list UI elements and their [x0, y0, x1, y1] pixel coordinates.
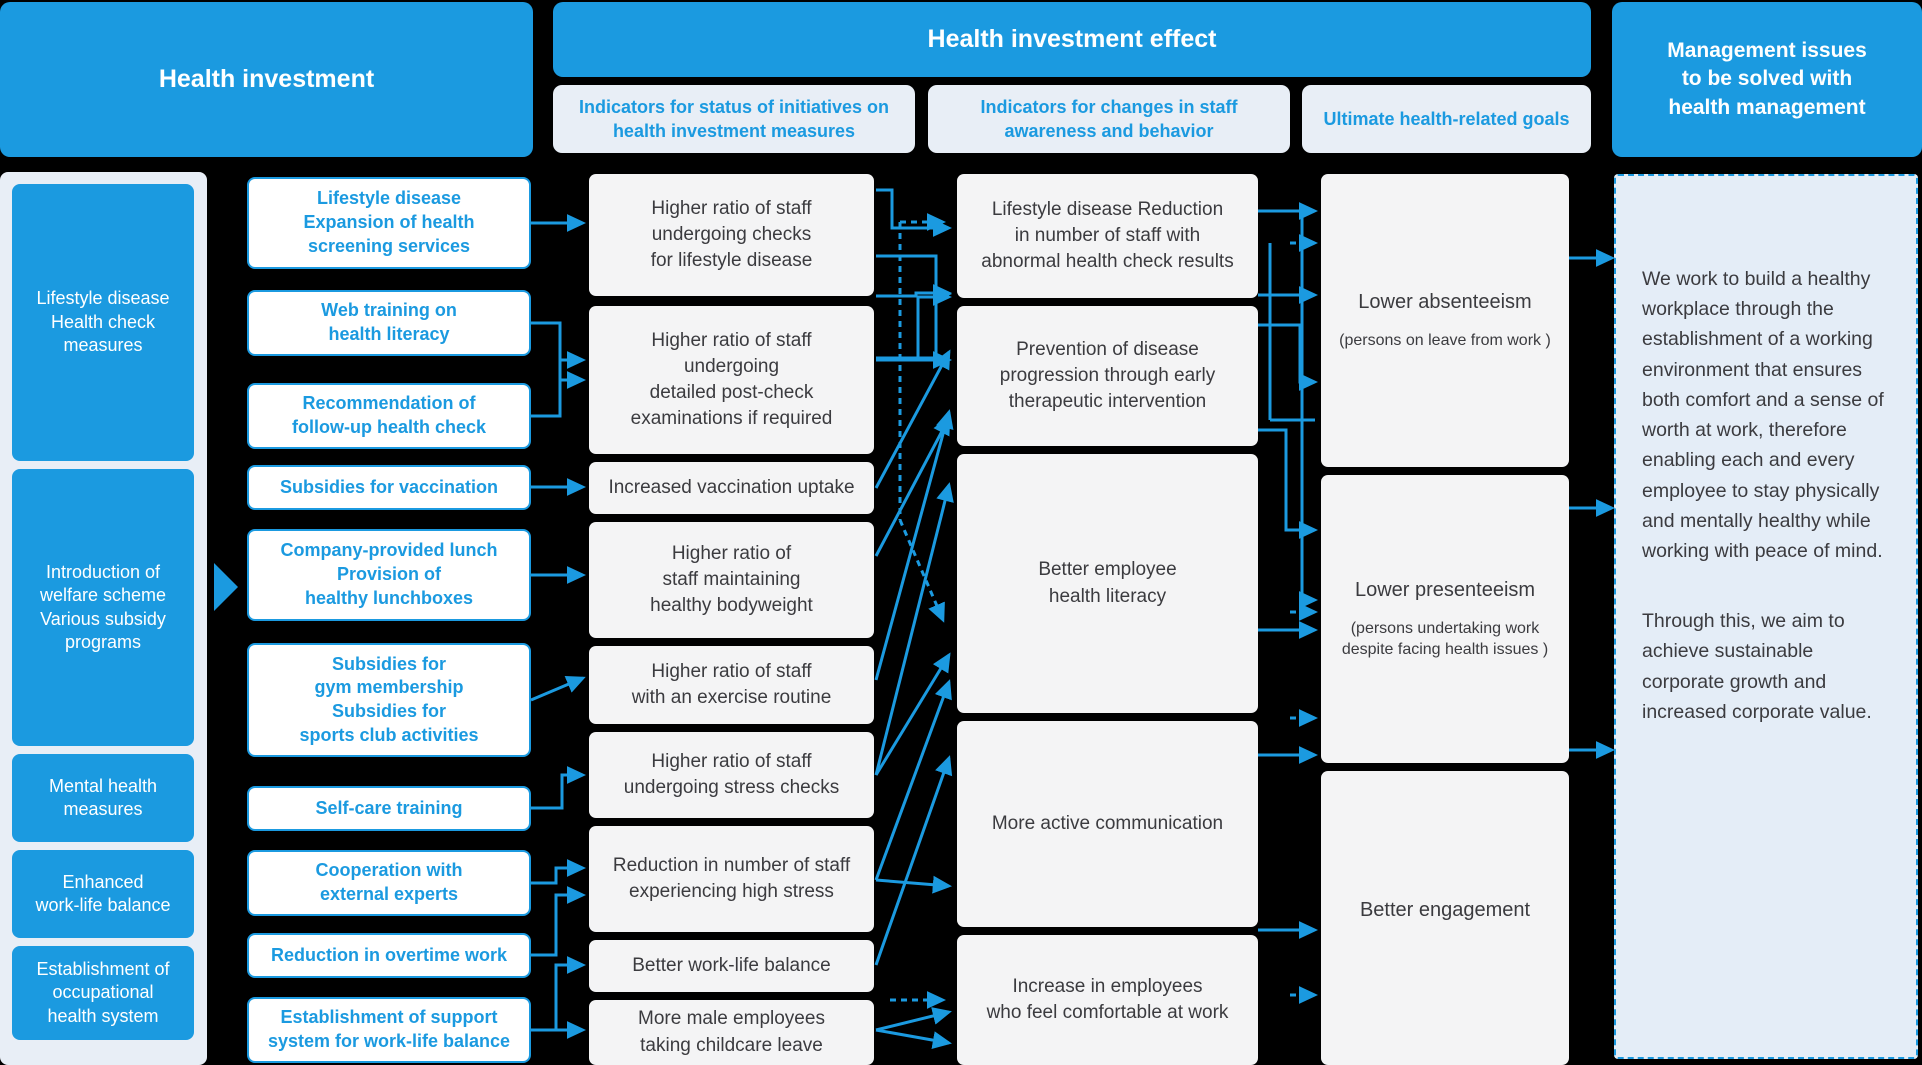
subheader-ultimate-goals-label: Ultimate health-related goals: [1323, 108, 1570, 129]
connector-group-measures-to-indicators: [530, 214, 586, 1039]
goal-card: Lower presenteeism (persons undertaking …: [1321, 475, 1569, 763]
statement-paragraph-2: Through this, we aim to achieve sustaina…: [1642, 610, 1872, 723]
subheader-awareness-indicators-label: Indicators for changes in staff awarenes…: [980, 96, 1238, 141]
status-indicator-card: Better work-life balance: [589, 940, 874, 992]
measure-card: Self-care training: [247, 786, 531, 831]
goal-title: Lower presenteeism: [1354, 579, 1536, 602]
header-health-investment-label: Health investment: [158, 64, 375, 93]
statement-paragraph-1: We work to build a healthy workplace thr…: [1642, 268, 1884, 562]
connector-group-awareness-to-goals: [1258, 202, 1318, 939]
connector-group-goals-to-statement: [1569, 249, 1615, 759]
goal-subtitle: (persons on leave from work ): [1339, 331, 1551, 349]
status-indicator-label: Increased vaccination uptake: [608, 476, 855, 498]
subheader-status-indicators-label: Indicators for status of initiatives on …: [578, 96, 890, 141]
subheader-ultimate-goals: Ultimate health-related goals: [1302, 85, 1591, 153]
measure-label: Reduction in overtime work: [270, 944, 508, 965]
health-management-statement: We work to build a healthy workplace thr…: [1614, 174, 1918, 1059]
measure-label: Self-care training: [315, 797, 463, 818]
flow-direction-triangle-icon: [214, 563, 238, 611]
goal-card: Lower absenteeism (persons on leave from…: [1321, 174, 1569, 467]
goal-card: Better engagement: [1321, 771, 1569, 1065]
measure-label: Subsidies for vaccination: [279, 476, 499, 497]
measure-card: Reduction in overtime work: [247, 933, 531, 978]
goal-title: Better engagement: [1359, 899, 1531, 922]
status-indicator-label: Better work-life balance: [632, 954, 831, 976]
subheader-awareness-indicators: Indicators for changes in staff awarenes…: [928, 85, 1290, 153]
header-health-investment-effect-label: Health investment effect: [927, 24, 1217, 53]
measure-card: Subsidies for vaccination: [247, 465, 531, 510]
header-health-investment: Health investment: [0, 2, 533, 157]
goal-title: Lower absenteeism: [1358, 291, 1532, 314]
awareness-change-card: More active communication: [957, 721, 1258, 927]
subheader-status-indicators: Indicators for status of initiatives on …: [553, 85, 915, 153]
connector-group-indicators-to-awareness: [874, 188, 954, 1050]
awareness-change-label: More active communication: [991, 812, 1224, 834]
status-indicator-card: Increased vaccination uptake: [589, 462, 874, 514]
header-health-investment-effect: Health investment effect: [553, 2, 1591, 77]
